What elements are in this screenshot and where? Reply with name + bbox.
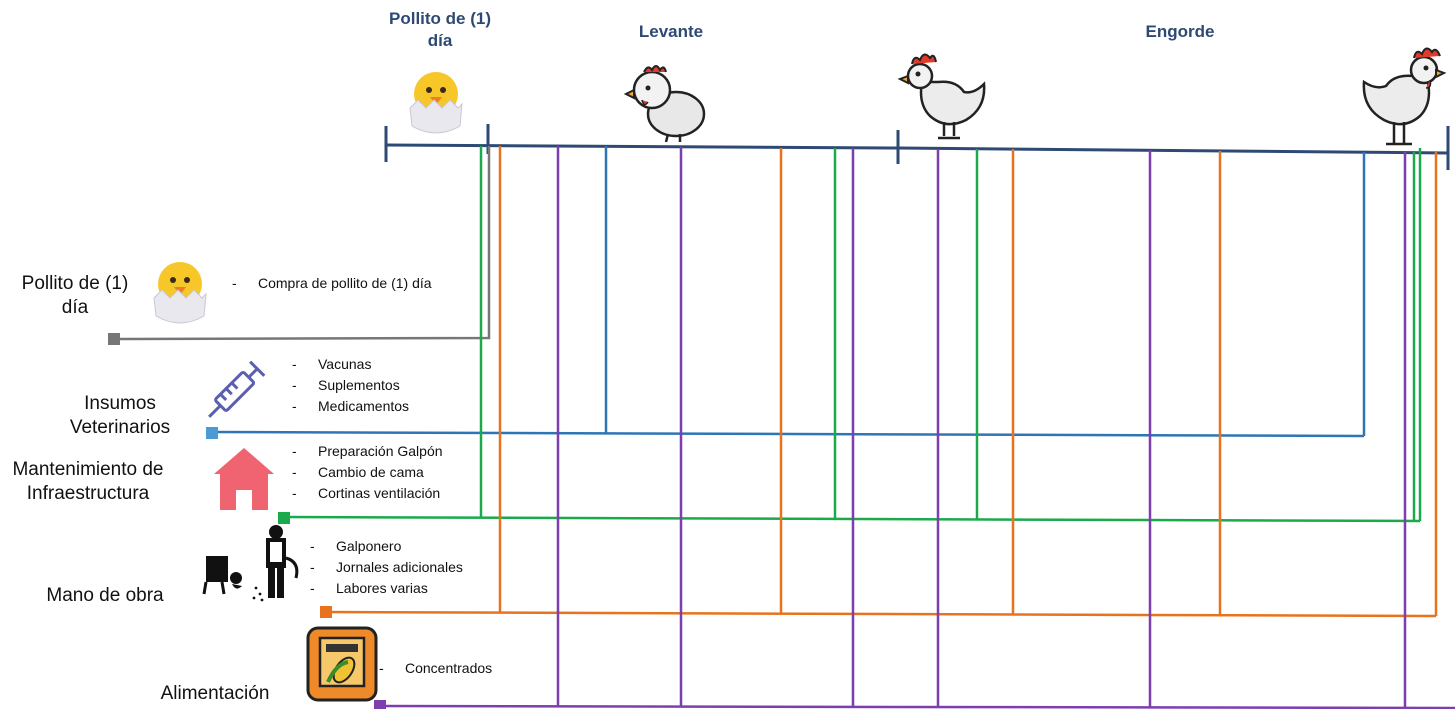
list-item: Preparación Galpón (292, 441, 512, 462)
mantenimiento-marker (278, 512, 290, 524)
hen-icon (897, 53, 986, 140)
hatching-chick-icon (409, 72, 463, 134)
insumos-cost-lines (211, 146, 1366, 438)
pollito-marker (108, 333, 120, 345)
alimentacion-cost-lines (379, 146, 1455, 709)
timeline-axis (385, 143, 1449, 155)
feed-bag-icon (306, 626, 378, 702)
items-insumos: Vacunas Suplementos Medicamentos (292, 354, 492, 417)
chick-icon (153, 262, 207, 324)
syringe-icon (208, 360, 266, 418)
mano-de-obra-cost-lines (325, 146, 1438, 618)
items-mantenimiento: Preparación Galpón Cambio de cama Cortin… (292, 441, 512, 504)
list-item: Concentrados (379, 658, 579, 679)
category-label-alimentacion: Alimentación (160, 683, 270, 704)
alimentacion-marker (374, 700, 386, 709)
list-item: Suplementos (292, 375, 492, 396)
list-item: Vacunas (292, 354, 492, 375)
insumos-marker (206, 427, 218, 439)
phase-label-pollito: Pollito de (1) día (389, 9, 491, 50)
timeline (384, 124, 1450, 170)
items-mano-de-obra: Galponero Jornales adicionales Labores v… (310, 536, 530, 599)
list-item: Compra de pollito de (1) día (232, 273, 432, 294)
house-icon (214, 448, 274, 510)
category-label-mano-de-obra: Mano de obra (46, 585, 164, 606)
list-item: Cambio de cama (292, 462, 512, 483)
list-item: Jornales adicionales (310, 557, 530, 578)
list-item: Galponero (310, 536, 530, 557)
list-item: Cortinas ventilación (292, 483, 512, 504)
large-hen-icon (1362, 47, 1447, 146)
farmer-icon (202, 525, 299, 602)
pollito-cost-line (113, 146, 491, 341)
list-item: Labores varias (310, 578, 530, 599)
phase-label-levante: Levante (638, 22, 704, 41)
items-alimentacion: Concentrados (379, 658, 579, 679)
category-label-insumos: Insumos Veterinarios (69, 393, 171, 438)
category-label-pollito: Pollito de (1) día (21, 273, 129, 318)
young-chicken-icon (623, 65, 706, 143)
phase-label-engorde: Engorde (1145, 22, 1215, 41)
list-item: Medicamentos (292, 396, 492, 417)
mano-de-obra-marker (320, 606, 332, 618)
category-label-mantenimiento: Mantenimiento de Infraestructura (12, 459, 164, 504)
items-pollito: Compra de pollito de (1) día (232, 273, 432, 294)
